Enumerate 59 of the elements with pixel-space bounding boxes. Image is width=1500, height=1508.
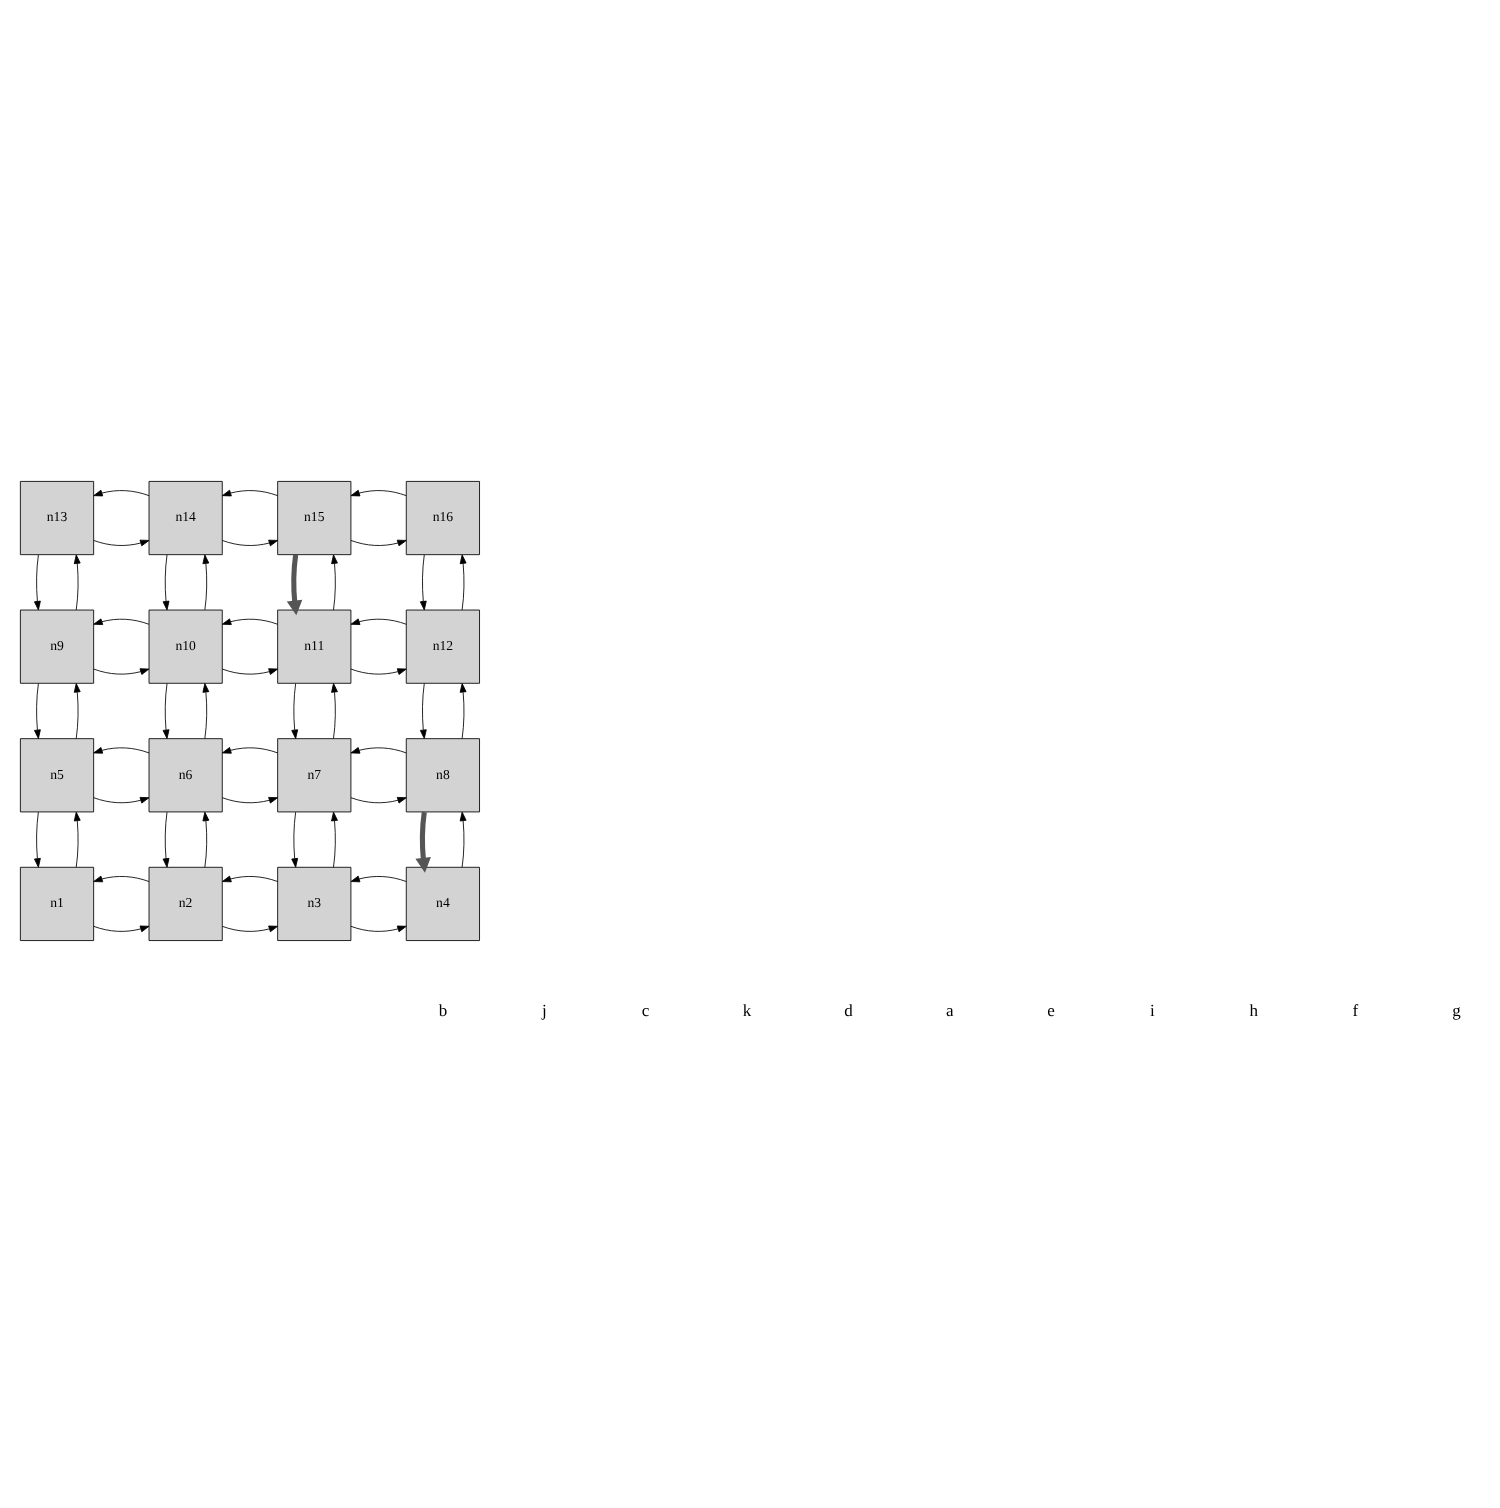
- arrow: [73, 554, 81, 611]
- arrow: [93, 539, 150, 547]
- arrow: [350, 925, 407, 933]
- label: i: [1150, 999, 1155, 1020]
- arrow: [34, 811, 41, 868]
- arrow: [350, 539, 407, 547]
- arrow: [93, 668, 150, 675]
- label: a: [945, 999, 954, 1020]
- arrow: [202, 811, 210, 868]
- arrow: [350, 796, 407, 804]
- arrow: [221, 925, 279, 933]
- arrow: [350, 489, 407, 497]
- arrow: [221, 668, 279, 675]
- label: j: [541, 999, 547, 1020]
- arrow: [350, 668, 407, 675]
- label: d: [844, 999, 853, 1020]
- arrow: [221, 875, 279, 883]
- arrow: [93, 747, 150, 754]
- arrow: [331, 554, 338, 611]
- arrow: [221, 618, 279, 625]
- label: b: [438, 999, 448, 1020]
- arrow: [162, 554, 170, 611]
- arrow: [459, 683, 467, 739]
- label: c: [641, 999, 650, 1020]
- arrow: [419, 554, 427, 611]
- arrow: [93, 618, 150, 625]
- arrow: [93, 925, 150, 933]
- label: e: [1047, 999, 1055, 1020]
- arrow: [419, 683, 427, 739]
- label: f: [1352, 999, 1359, 1020]
- arrow: [73, 811, 81, 868]
- arrow: [162, 683, 170, 739]
- arrow: [291, 811, 299, 868]
- arrow: [331, 683, 338, 739]
- arrow: [221, 796, 279, 804]
- arrow: [93, 489, 150, 497]
- arrow: [459, 554, 467, 611]
- arrow: [93, 796, 150, 804]
- label: h: [1249, 999, 1259, 1020]
- arrow: [73, 683, 81, 739]
- arrow: [459, 811, 467, 868]
- arrow: [221, 747, 279, 754]
- arrow: [350, 875, 407, 883]
- label: g: [1452, 999, 1461, 1020]
- label: k: [742, 999, 752, 1020]
- arrow: [291, 683, 299, 739]
- arrow: [202, 683, 210, 739]
- arrow: [34, 683, 41, 739]
- arrow: [350, 747, 407, 754]
- arrow: [162, 811, 170, 868]
- arrow: [93, 875, 150, 883]
- arrow: [221, 539, 279, 547]
- arrow: [331, 811, 338, 868]
- arrow: [415, 811, 431, 873]
- arrow: [350, 618, 407, 625]
- arrow: [286, 554, 303, 616]
- arrow: [221, 489, 279, 497]
- arrow: [34, 554, 41, 611]
- arrow: [202, 554, 210, 611]
